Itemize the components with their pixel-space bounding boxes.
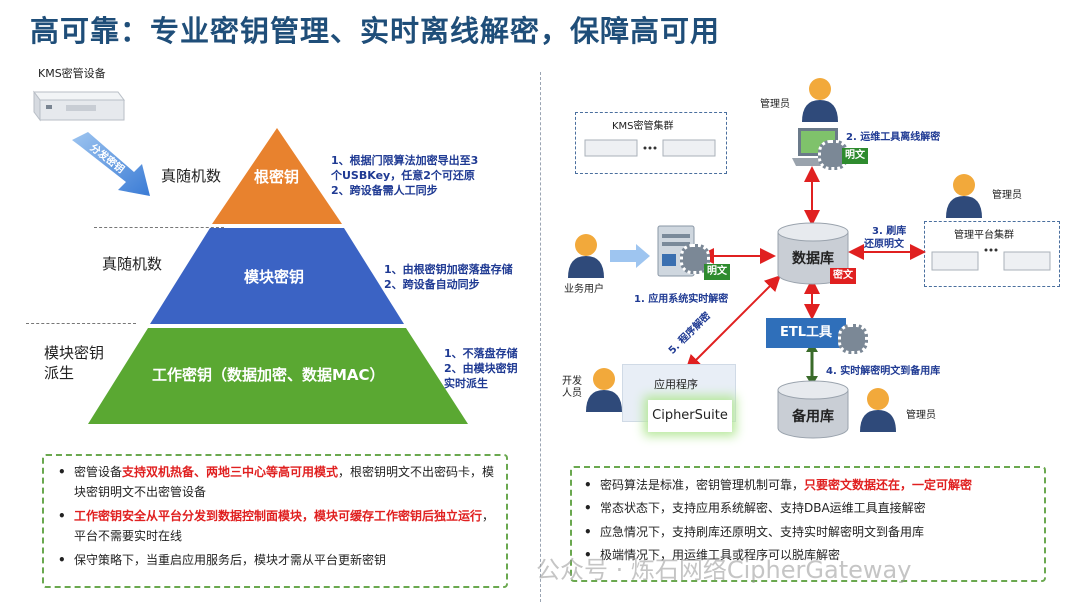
mgmt-server-icons: [931, 248, 1051, 271]
row-label-module: 真随机数: [102, 255, 163, 273]
admin-right-label: 管理员: [992, 190, 1022, 201]
page-title: 高可靠：专业密钥管理、实时离线解密，保障高可用: [30, 14, 721, 48]
edge-label-offline-decrypt: 2. 运维工具离线解密: [846, 132, 941, 143]
edge-label-restore: 还原明文: [864, 239, 904, 250]
gear-icon: [838, 324, 868, 354]
root-key-label: 根密钥: [254, 168, 300, 186]
tier-divider: [26, 323, 136, 324]
list-item: •极端情况下，用运维工具或程序可以脱库解密: [584, 548, 841, 562]
ciphertext-tag: 密文: [830, 268, 856, 284]
admin-bottom-label: 管理员: [906, 410, 936, 421]
admin-user-icon: [946, 174, 982, 218]
kms-server-icons: [584, 139, 716, 157]
distribute-arrow: [72, 132, 150, 196]
mgmt-cluster-label: 管理平台集群: [954, 230, 1014, 241]
watermark: 公众号 · 炼石网络CipherGateway: [536, 556, 912, 584]
business-user-label: 业务用户: [564, 284, 604, 295]
etl-tool-box: ETL工具: [766, 318, 846, 348]
key-pyramid: [88, 128, 468, 424]
list-item: •常态状态下，支持应用系统解密、支持DBA运维工具直接解密: [584, 501, 926, 515]
center-divider: [540, 72, 541, 602]
edge-label-app-decrypt: 1. 应用系统实时解密: [634, 294, 729, 305]
plaintext-tag: 明文: [842, 148, 868, 164]
module-key-label: 模块密钥: [244, 268, 305, 286]
edge-label-realtime-backup: 4. 实时解密明文到备用库: [826, 366, 941, 377]
row-label-work: 模块密钥 派生: [44, 344, 105, 382]
list-item: •应急情况下，支持刷库还原明文、支持实时解密明文到备用库: [584, 525, 925, 539]
row-label-root: 真随机数: [161, 167, 222, 185]
app-program-label: 应用程序: [654, 378, 698, 391]
database-label: 数据库: [792, 251, 834, 267]
kms-cluster-label: KMS密管集群: [612, 121, 674, 132]
developer-label: 开发 人员: [562, 376, 582, 399]
developer-user-icon: [586, 368, 622, 412]
list-item: • 工作密钥安全从平台分发到数据控制面模块，模块可缓存工作密钥后独立运行，平台不…: [58, 509, 495, 543]
admin-user-icon: [802, 78, 838, 122]
kms-device-icon: [33, 90, 125, 122]
plaintext-tag: 明文: [704, 264, 730, 280]
ciphersuite-sdk: CipherSuite: [648, 400, 732, 432]
left-summary-panel: • 密管设备支持双机热备、两地三中心等高可用模式，根密钥明文不出密码卡，模块密钥…: [42, 454, 508, 588]
admin-top-label: 管理员: [760, 99, 790, 110]
admin-user-icon: [860, 388, 896, 432]
edge-label-reflush: 3. 刷库: [872, 226, 907, 237]
list-item: • 保守策略下，当重启应用服务后，模块才需从平台更新密钥: [58, 553, 387, 567]
flow-arrows: [610, 166, 926, 386]
tier-divider: [94, 227, 224, 228]
work-key-label: 工作密钥（数据加密、数据MAC）: [152, 366, 385, 384]
business-user-icon: [568, 234, 604, 278]
backup-database-icon: [777, 380, 849, 439]
backup-database-label: 备用库: [792, 409, 834, 425]
list-item: •密码算法是标准，密钥管理机制可靠，只要密文数据还在，一定可解密: [584, 478, 973, 492]
kms-cluster-box: [575, 112, 727, 174]
list-item: • 密管设备支持双机热备、两地三中心等高可用模式，根密钥明文不出密码卡，模块密钥…: [58, 465, 495, 499]
kms-device-label: KMS密管设备: [38, 67, 106, 80]
right-summary-panel: •密码算法是标准，密钥管理机制可靠，只要密文数据还在，一定可解密 •常态状态下，…: [570, 466, 1046, 582]
